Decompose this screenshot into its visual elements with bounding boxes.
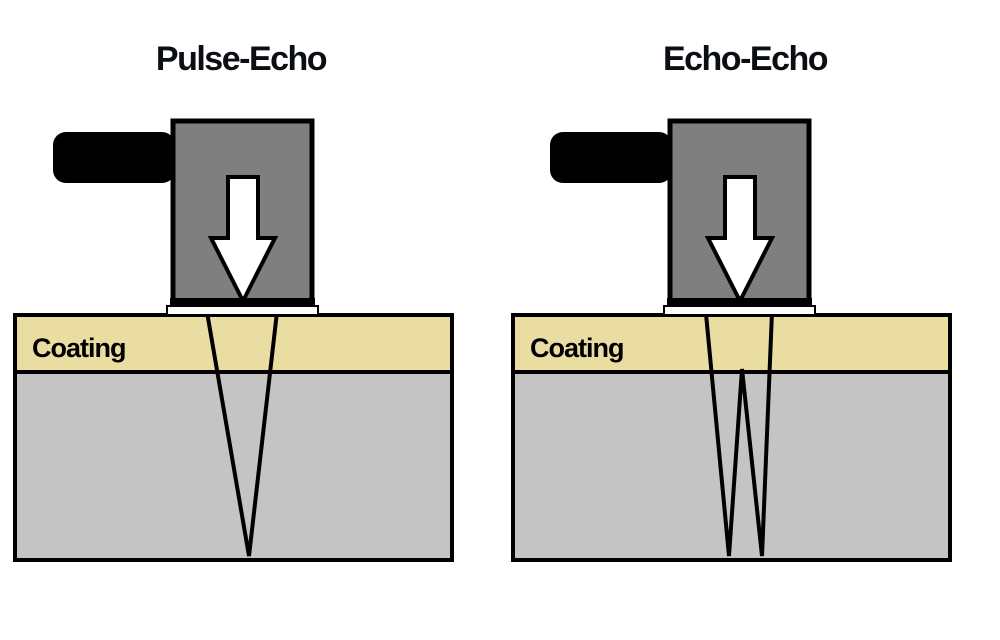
echo-echo-panel: Echo-Echo Coating — [511, 40, 952, 562]
transducer-wearplate — [166, 305, 319, 316]
echo-echo-title: Echo-Echo — [663, 40, 828, 78]
ultrasound-beam-path-w — [704, 311, 774, 557]
ultrasound-beam-path-v — [205, 311, 279, 557]
transducer-cable-icon — [53, 132, 175, 183]
down-arrow-icon — [207, 175, 279, 306]
transducer-wearplate — [663, 305, 816, 316]
down-arrow-icon — [704, 175, 776, 306]
transducer-cable-icon — [550, 132, 672, 183]
pulse-echo-panel: Pulse-Echo Coating — [13, 40, 454, 562]
coating-layer — [13, 313, 454, 374]
pulse-echo-title: Pulse-Echo — [156, 40, 327, 78]
coating-label: Coating — [530, 333, 624, 363]
coating-label: Coating — [32, 333, 126, 363]
coating-layer — [511, 313, 952, 374]
